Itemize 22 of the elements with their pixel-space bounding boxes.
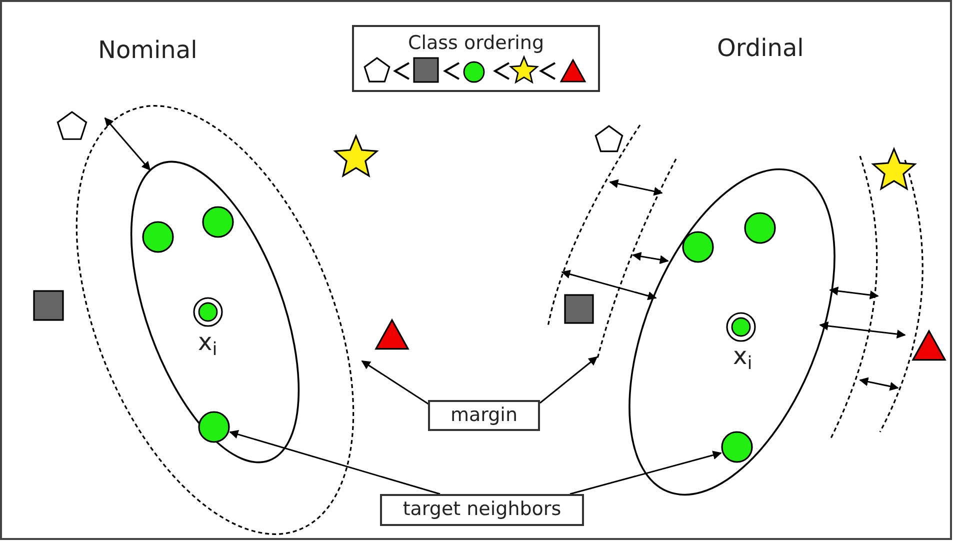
neighbor-point [744,212,776,244]
neighbor-point [721,431,753,463]
panel-title: Nominal [98,38,198,62]
point-label: x$_{i}$ [198,330,218,354]
legend-title: Class ordering [408,32,544,56]
callout-box [380,494,584,526]
leader-arrow [540,356,598,404]
callout-text: target neighbors [402,498,562,522]
legend-box [352,25,600,92]
neighbor-point [202,206,234,238]
neighbor-point [682,231,714,263]
neighbor-point [198,411,230,443]
margin-boundary [596,158,677,360]
callout-box [428,400,540,431]
panel-title: Ordinal [717,36,804,60]
neighbor-point [142,221,174,253]
leader-arrow [570,450,722,495]
callout-text: margin [450,404,518,428]
leader-arrow [361,360,430,406]
margin-ellipse [76,105,354,535]
point-label: x$_{i}$ [733,344,752,368]
leader-arrow [229,430,440,495]
